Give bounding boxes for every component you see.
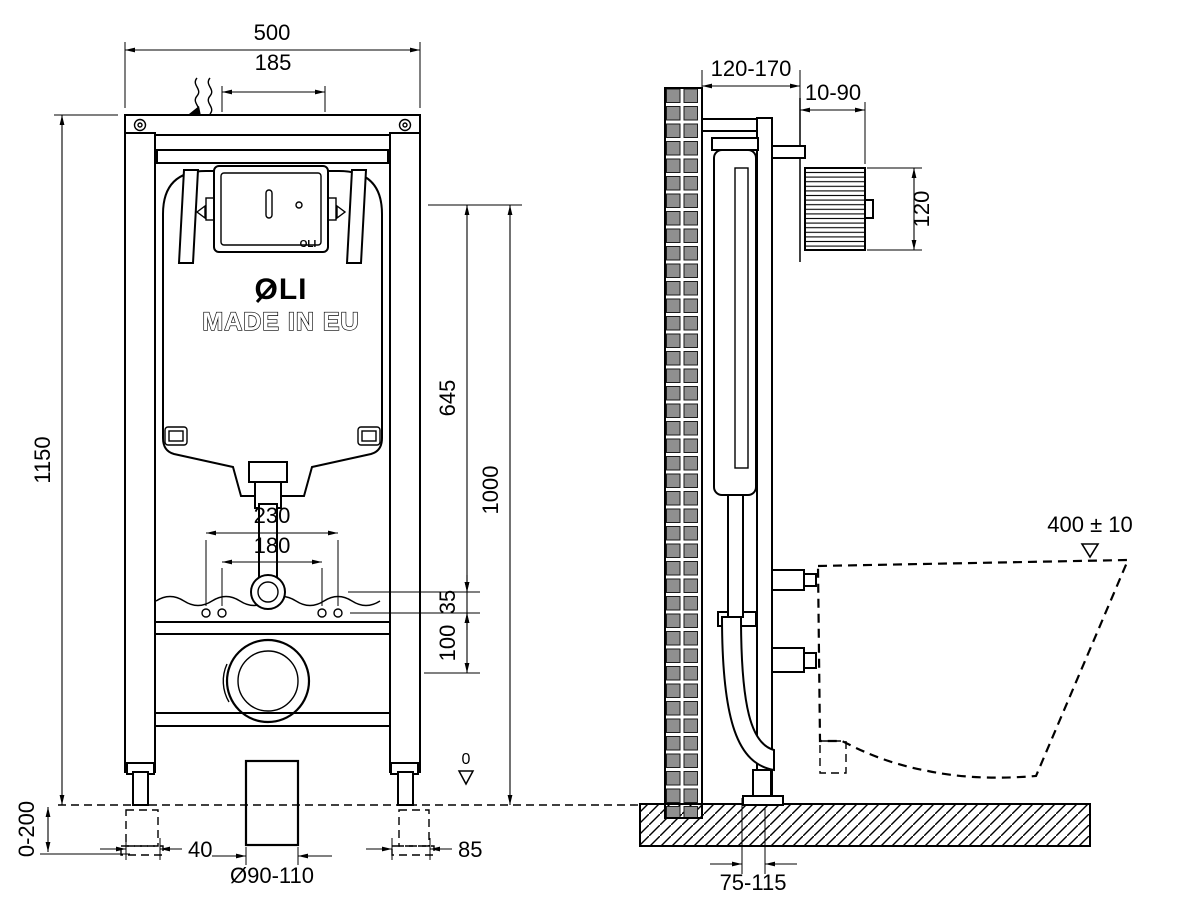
foot-plate-side bbox=[742, 795, 784, 806]
cistern-cutout-right-inner bbox=[361, 430, 377, 442]
dim-fixing-bolts: 230 180 bbox=[205, 503, 339, 606]
cistern-cutout-left bbox=[164, 426, 188, 446]
frame-profile-side bbox=[756, 117, 773, 806]
frame-crossbar-upper bbox=[154, 621, 391, 635]
access-box-clip-right bbox=[327, 197, 337, 221]
plate-stem bbox=[771, 145, 806, 159]
dim-foot-right-label: 85 bbox=[458, 837, 482, 862]
screw-icon bbox=[133, 118, 147, 132]
dim-offset-35-label: 35 bbox=[435, 590, 460, 614]
dim-fixing-outer-label: 230 bbox=[254, 503, 291, 528]
dim-total-width-label: 500 bbox=[254, 20, 291, 45]
dim-bowl-height-label: 400 ± 10 bbox=[1047, 512, 1132, 537]
toilet-bowl-outline bbox=[816, 558, 1130, 779]
access-box-slot bbox=[265, 189, 273, 219]
foot-tube-right bbox=[397, 771, 414, 806]
outlet-fitting bbox=[771, 647, 805, 673]
dim-foot-left: 40 bbox=[100, 837, 212, 862]
foot-extension-right bbox=[398, 809, 430, 847]
frame-rail-left bbox=[124, 132, 156, 773]
foot-tube-left bbox=[132, 771, 149, 806]
support-arm-right bbox=[345, 169, 368, 264]
datum-triangle-icon bbox=[457, 770, 475, 786]
access-box-brand-label: OLI bbox=[300, 239, 317, 250]
dim-outlet-offset-label: 75-115 bbox=[720, 870, 787, 895]
dim-frame-depth-label: 120-170 bbox=[711, 56, 792, 81]
fixing-bolt bbox=[317, 608, 327, 618]
cistern-cutout-left-inner bbox=[168, 430, 184, 442]
screw-icon bbox=[137, 122, 143, 128]
dim-install-height-label: 1000 bbox=[478, 466, 503, 515]
frame-top-bar bbox=[124, 114, 421, 136]
dim-foot-left-label: 40 bbox=[188, 837, 212, 862]
access-box: OLI bbox=[195, 165, 347, 253]
dim-total-height: 1150 bbox=[30, 114, 118, 805]
fixing-bolt bbox=[201, 608, 211, 618]
drain-elbow-side bbox=[720, 616, 775, 772]
dim-outlet-offset: 75-115 bbox=[710, 798, 797, 895]
access-box-hole bbox=[295, 201, 303, 209]
dim-drain-diameter-label: Ø90-110 bbox=[230, 863, 314, 888]
water-inlet bbox=[711, 137, 759, 151]
dim-total-height-label: 1150 bbox=[30, 436, 55, 483]
flush-plate-box bbox=[804, 167, 866, 251]
datum-zero: 0 bbox=[457, 751, 475, 786]
bowl-datum-triangle-icon bbox=[1080, 543, 1100, 559]
frame-crossbar-lower bbox=[154, 712, 391, 727]
dim-frame-depth: 120-170 bbox=[701, 56, 801, 98]
dim-leg-adjust: 0-200 bbox=[14, 801, 130, 857]
dim-total-width: 500 bbox=[124, 20, 421, 108]
flush-plate-stub bbox=[864, 199, 874, 219]
flush-pipe-outlet bbox=[250, 574, 286, 610]
drain-elbow-inner bbox=[237, 650, 299, 712]
toilet-bowl-step bbox=[819, 740, 847, 774]
drain-clamp bbox=[222, 663, 230, 703]
dim-foot-right: 85 bbox=[366, 837, 482, 862]
access-box-clip-left bbox=[205, 197, 215, 221]
inlet-fitting bbox=[771, 569, 805, 591]
dim-plate-depth: 10-90 bbox=[800, 80, 866, 164]
dim-right-stack: 645 35 100 1000 bbox=[348, 204, 522, 805]
drain-elbow-outer bbox=[225, 638, 311, 724]
floor-slab bbox=[639, 803, 1091, 847]
dim-fixing-inner-label: 180 bbox=[254, 533, 291, 558]
dim-bowl-height: 400 ± 10 bbox=[1047, 512, 1133, 559]
dim-top-width-label: 185 bbox=[255, 50, 292, 75]
flush-pipe-side bbox=[727, 494, 744, 618]
screw-icon bbox=[398, 118, 412, 132]
dim-plate-height-label: 120 bbox=[909, 191, 934, 228]
dim-leg-adjust-label: 0-200 bbox=[14, 801, 39, 857]
cistern-cutout-right bbox=[357, 426, 381, 446]
dim-plate-height: 120 bbox=[867, 167, 934, 251]
inlet-fitting-nut bbox=[803, 573, 817, 587]
frame-upper-plate bbox=[156, 149, 389, 164]
support-arm-left bbox=[177, 169, 200, 264]
flush-valve bbox=[734, 167, 749, 469]
outlet-fitting-nut bbox=[803, 652, 817, 669]
dim-top-width: 185 bbox=[221, 50, 326, 112]
datum-zero-label: 0 bbox=[462, 751, 471, 768]
dim-upper-height-label: 645 bbox=[435, 380, 460, 417]
heat-symbol-icon bbox=[189, 77, 213, 116]
dim-plate-depth-label: 10-90 bbox=[805, 80, 861, 105]
side-view: 120-170 10-90 120 400 ± 10 75-115 bbox=[639, 56, 1133, 895]
dim-offset-100-label: 100 bbox=[435, 625, 460, 662]
made-in-eu-label: MADE IN EU bbox=[202, 308, 359, 336]
drain-pipe bbox=[244, 759, 300, 847]
brand-logo-text: OLI bbox=[255, 273, 308, 306]
brand-logo-slash bbox=[255, 283, 275, 303]
screw-icon bbox=[402, 122, 408, 128]
flush-bend-bracket bbox=[248, 461, 288, 483]
fixing-bolt bbox=[333, 608, 343, 618]
tiled-wall bbox=[664, 87, 703, 819]
dim-drain-diameter: Ø90-110 bbox=[212, 847, 332, 888]
fixing-bolt bbox=[217, 608, 227, 618]
front-view: OLI OLI MADE IN EU bbox=[14, 20, 640, 888]
clip-arrow-icon bbox=[336, 204, 347, 220]
wall-bracket bbox=[701, 118, 758, 132]
frame-rail-right bbox=[389, 132, 421, 773]
clip-arrow-icon bbox=[195, 204, 206, 220]
flush-pipe-outlet-inner bbox=[257, 581, 279, 603]
